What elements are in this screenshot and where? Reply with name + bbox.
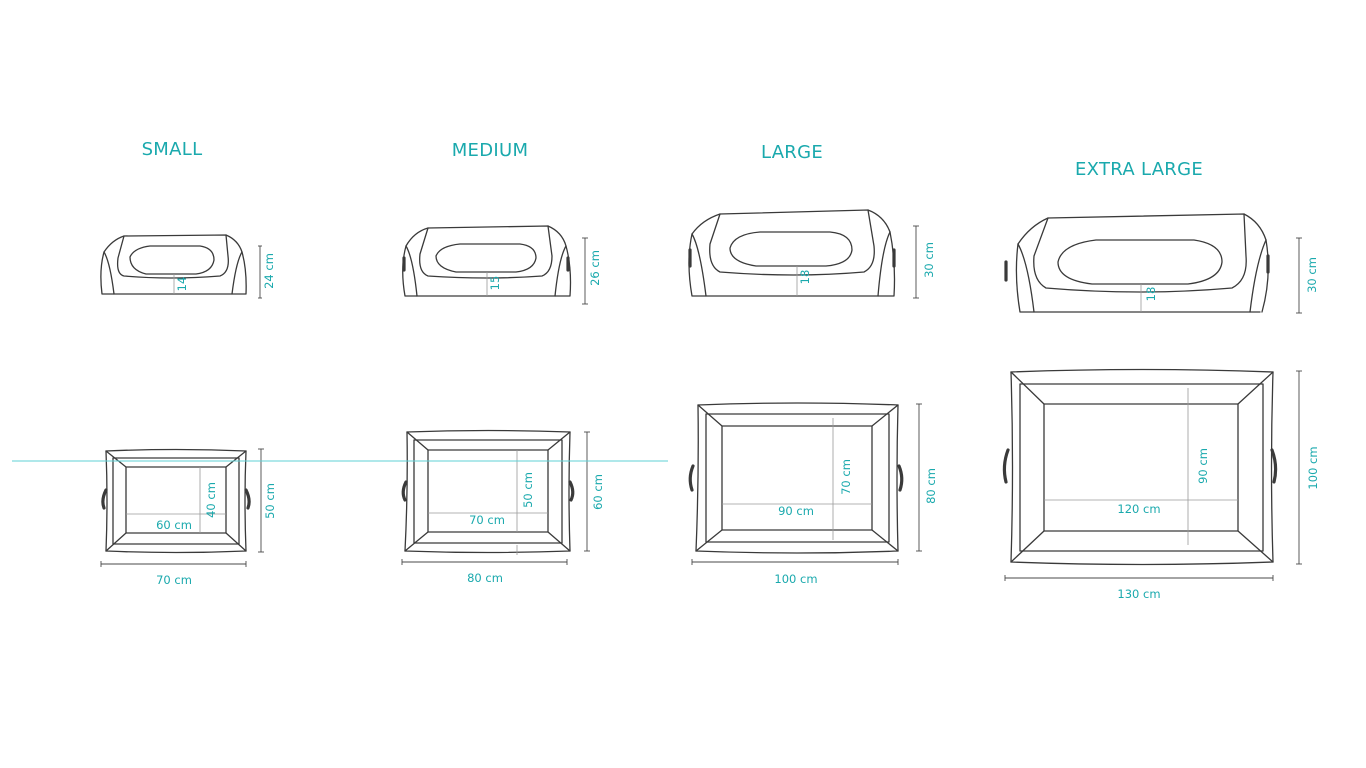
size-title-extra-large: EXTRA LARGE (1075, 159, 1203, 180)
small-outer-depth-label: 50 cm (263, 483, 277, 519)
large-side-height-label: 30 cm (922, 242, 936, 278)
extra-large-side-height-label: 30 cm (1305, 257, 1319, 293)
small-inner-depth-label: 40 cm (204, 482, 218, 518)
small-outer-width-label: 70 cm (156, 573, 192, 587)
extra-large-top-view (1002, 368, 1302, 581)
medium-cushion-label: 15 (488, 276, 502, 291)
medium-side-view (402, 225, 588, 305)
medium-outer-width-label: 80 cm (467, 571, 503, 585)
large-cushion-label: 18 (798, 270, 812, 285)
small-side-view (100, 234, 262, 299)
small-top-view (100, 448, 264, 567)
medium-inner-width-label: 70 cm (469, 513, 505, 527)
medium-inner-depth-label: 50 cm (521, 472, 535, 508)
small-inner-width-label: 60 cm (156, 518, 192, 532)
extra-large-inner-depth-label: 90 cm (1196, 448, 1210, 484)
large-side-view (688, 209, 919, 299)
extra-large-side-view (1004, 213, 1302, 314)
large-inner-depth-label: 70 cm (839, 459, 853, 495)
size-title-medium: MEDIUM (452, 140, 529, 161)
extra-large-outer-depth-label: 100 cm (1306, 446, 1320, 489)
extra-large-outer-width-label: 130 cm (1117, 587, 1160, 601)
medium-side-height-label: 26 cm (588, 250, 602, 286)
small-cushion-label: 14 (175, 277, 189, 292)
small-side-height-label: 24 cm (262, 253, 276, 289)
medium-top-view (401, 429, 590, 565)
size-title-small: SMALL (142, 139, 203, 160)
medium-outer-depth-label: 60 cm (591, 474, 605, 510)
large-inner-width-label: 90 cm (778, 504, 814, 518)
large-top-view (688, 402, 922, 565)
extra-large-cushion-label: 18 (1144, 287, 1158, 302)
size-title-large: LARGE (761, 142, 823, 163)
extra-large-inner-width-label: 120 cm (1117, 502, 1160, 516)
large-outer-depth-label: 80 cm (924, 468, 938, 504)
large-outer-width-label: 100 cm (774, 572, 817, 586)
